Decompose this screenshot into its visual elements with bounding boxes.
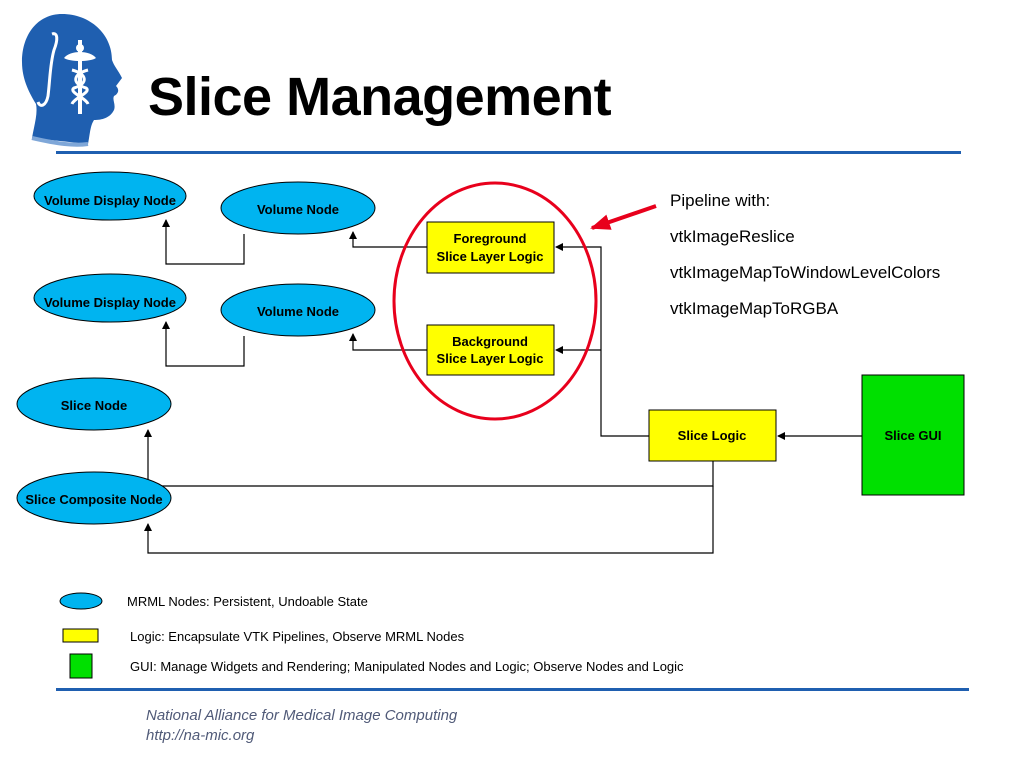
mrml-node-slice: Slice Node [16, 377, 172, 431]
connector-volume2-to-display2 [162, 321, 245, 367]
footer-url: http://na-mic.org [146, 727, 255, 744]
footer-divider [56, 688, 969, 691]
legend-logic-text: Logic: Encapsulate VTK Pipelines, Observ… [130, 629, 465, 644]
node-label: Slice Node [61, 398, 127, 413]
pipeline-annotation: Pipeline with: vtkImageReslice vtkImageM… [670, 183, 940, 327]
mrml-node-volume-display-2: Volume Display Node [33, 273, 187, 323]
logic-foreground-slice-layer: Foreground Slice Layer Logic [426, 221, 555, 274]
gui-label: Slice GUI [884, 428, 941, 443]
pipeline-item: vtkImageReslice [670, 227, 795, 246]
legend-gui-text: GUI: Manage Widgets and Rendering; Manip… [130, 659, 684, 674]
connector-slicelogic-to-slicenode [144, 429, 714, 487]
mrml-node-volume-2: Volume Node [220, 283, 376, 337]
logic-slice: Slice Logic [648, 409, 777, 462]
gui-slice: Slice GUI [861, 374, 965, 496]
pipeline-item: vtkImageMapToRGBA [670, 299, 839, 318]
node-label: Volume Node [257, 304, 339, 319]
pipeline-heading: Pipeline with: [670, 191, 771, 210]
connector-slicelogic-to-compositenode [144, 486, 714, 554]
logic-label-line2: Slice Layer Logic [437, 249, 544, 264]
slide-title: Slice Management [148, 67, 612, 127]
legend-swatch-mrml [59, 592, 103, 610]
connector-volume1-to-display1 [162, 219, 245, 265]
title-divider [56, 151, 961, 154]
pipeline-item: vtkImageMapToWindowLevelColors [670, 263, 941, 282]
logic-label-line1: Background [452, 334, 528, 349]
namic-logo-icon [22, 14, 122, 147]
logic-label: Slice Logic [678, 428, 747, 443]
logic-label-line1: Foreground [454, 231, 527, 246]
legend-swatch-logic [62, 628, 99, 643]
node-label: Volume Node [257, 202, 339, 217]
node-label: Slice Composite Node [25, 492, 162, 507]
footer-org: National Alliance for Medical Image Comp… [146, 707, 458, 724]
mrml-node-volume-display-1: Volume Display Node [33, 171, 187, 221]
logic-background-slice-layer: Background Slice Layer Logic [426, 324, 555, 376]
node-label: Volume Display Node [44, 193, 176, 208]
connector-foreground-to-volume1 [349, 231, 427, 248]
logic-label-line2: Slice Layer Logic [437, 351, 544, 366]
node-label: Volume Display Node [44, 295, 176, 310]
mrml-node-slice-composite: Slice Composite Node [16, 471, 172, 525]
footer: National Alliance for Medical Image Comp… [146, 706, 457, 746]
legend-mrml-text: MRML Nodes: Persistent, Undoable State [127, 594, 368, 609]
connector-slicelogic-to-foreground [555, 243, 649, 437]
highlight-ellipse [392, 181, 598, 421]
mrml-node-volume-1: Volume Node [220, 181, 376, 235]
highlight-arrow-icon [590, 204, 657, 230]
connector-background-to-volume2 [349, 333, 427, 351]
legend-swatch-gui [69, 653, 93, 679]
